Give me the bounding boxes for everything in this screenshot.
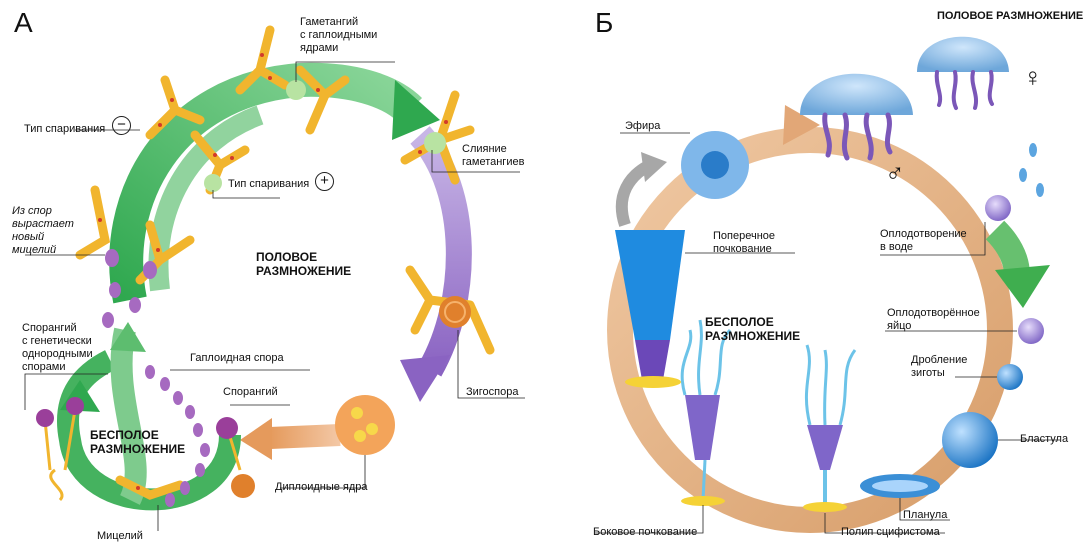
male-symbol: ♂ (885, 162, 905, 184)
orange-arrow-head (240, 418, 272, 460)
panel-b-jellyfish-cycle: Б ПОЛОВОЕ РАЗМНОЖЕНИЕ ♀ ♂ Эфира Поперечн… (545, 0, 1091, 543)
label-mating-minus: Тип спаривания (24, 123, 105, 136)
zygospore (439, 296, 471, 328)
sporangium-right (216, 417, 238, 439)
medusa-female (917, 37, 1009, 108)
label-ephyra: Эфира (625, 120, 660, 133)
cleavage-zygote (997, 364, 1023, 390)
sporangium-left-2 (66, 397, 84, 415)
label-transverse: Поперечное почкование (713, 230, 775, 256)
polyp-right (806, 345, 855, 425)
label-fusion: Слияние гаметангиев (462, 143, 524, 169)
fertilized-egg (1018, 318, 1044, 344)
label-sporangium: Спорангий (223, 386, 278, 399)
label-polyp: Полип сцифистома (841, 526, 940, 539)
green-asexual-up (122, 330, 136, 500)
diploid-sphere (335, 395, 395, 455)
sporangium-left-1 (36, 409, 54, 427)
egg-fertilization (985, 195, 1011, 221)
label-mycelium: Мицелий (97, 530, 143, 543)
label-sexual: ПОЛОВОЕ РАЗМНОЖЕНИЕ (256, 250, 351, 278)
label-mating-plus: Тип спаривания (228, 178, 309, 191)
label-blastula: Бластула (1020, 433, 1068, 446)
label-haploid-spore: Гаплоидная спора (190, 352, 284, 365)
mating-minus-symbol: − (112, 116, 131, 135)
label-sexual-b: ПОЛОВОЕ РАЗМНОЖЕНИЕ (937, 9, 1083, 23)
panel-b-letter: Б (595, 8, 613, 38)
spore-release (231, 474, 255, 498)
panel-b-illustration (545, 0, 1091, 543)
label-from-spores: Из спор вырастает новый мицелий (12, 205, 74, 257)
ephyra (681, 131, 749, 199)
label-asexual: БЕСПОЛОЕ РАЗМНОЖЕНИЕ (90, 428, 185, 456)
panel-a-letter: А (14, 8, 33, 38)
label-fert-egg: Оплодотворённое яйцо (887, 307, 980, 333)
label-gametangium: Гаметангий с гаплоидными ядрами (300, 16, 377, 55)
label-diploid-nuclei: Диплоидные ядра (275, 481, 368, 494)
polyp-right-body (807, 425, 843, 470)
purple-arrow-head (400, 355, 450, 402)
sperm (1019, 143, 1044, 197)
label-fert-water: Оплодотворение в воде (880, 228, 967, 254)
label-sporangium-genetic: Спорангий с генетически однородными спор… (22, 322, 93, 374)
panel-a-fungus-cycle: А Гаметангий с гаплоидными ядрами Тип сп… (0, 0, 545, 543)
label-cleavage: Дробление зиготы (911, 354, 967, 380)
mating-plus-symbol: + (315, 172, 334, 191)
polyp-left-body (685, 395, 720, 460)
label-lateral: Боковое почкование (593, 526, 697, 539)
blastula (942, 412, 998, 468)
label-asexual-b: БЕСПОЛОЕ РАЗМНОЖЕНИЕ (705, 315, 800, 343)
female-symbol: ♀ (1023, 66, 1043, 88)
label-planula: Планула (903, 509, 947, 522)
label-zygospore: Зигоспора (466, 386, 519, 399)
orange-arrow (270, 435, 340, 438)
